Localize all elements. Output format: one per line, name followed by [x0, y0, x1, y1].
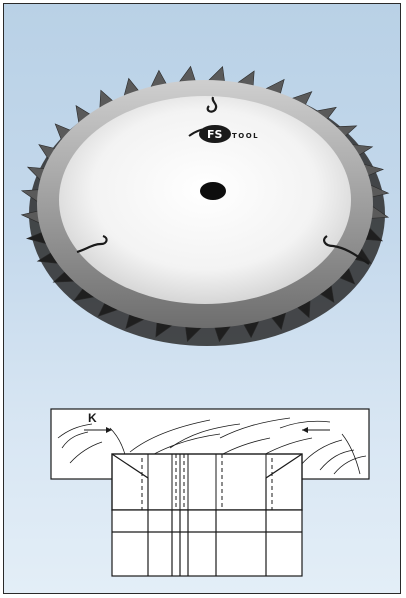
chipper-overlap-lines [141, 454, 273, 510]
expansion-slot-left [76, 234, 108, 254]
kerf-arrowhead-left [106, 427, 112, 433]
logo-mark: FS [207, 128, 223, 141]
fs-tool-logo: FS TOOL [188, 125, 259, 143]
product-panel: FS TOOL K [3, 3, 401, 594]
groove-body [111, 453, 303, 511]
blade-stack [111, 509, 303, 577]
groove-cut-diagram: K [50, 408, 370, 577]
saw-blade-illustration: FS TOOL [20, 65, 390, 346]
expansion-slot-top [206, 96, 218, 113]
kerf-arrowhead-right [302, 427, 308, 433]
kerf-label: K [88, 411, 97, 425]
logo-word: TOOL [232, 132, 259, 140]
expansion-slot-right [323, 235, 370, 265]
logo-swoosh [188, 127, 214, 137]
arbor-hole [200, 182, 226, 200]
chipper-dividers [147, 454, 267, 510]
blade-body [59, 96, 351, 304]
